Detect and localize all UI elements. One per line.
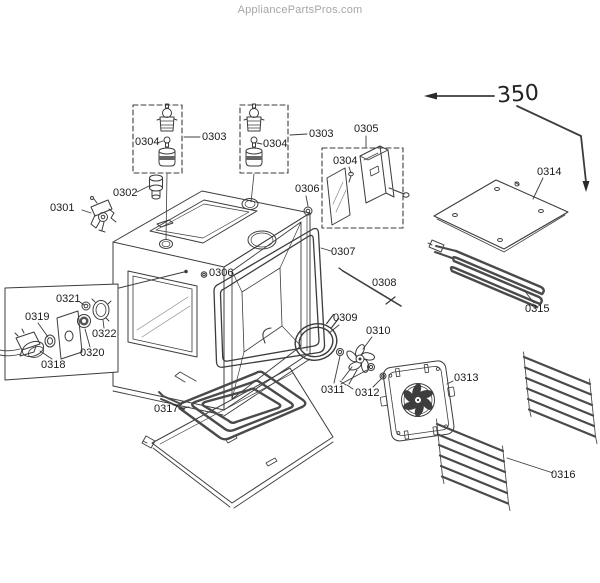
- back-panel-0313: [379, 360, 456, 442]
- part-label-0308: 0308: [372, 277, 397, 289]
- part-label-0313: 0313: [454, 372, 479, 384]
- part-label-0317: 0317: [154, 403, 179, 415]
- bulb-holder-0320: [77, 314, 91, 328]
- part-label-0318: 0318: [41, 359, 66, 371]
- broil-element-0315: [427, 239, 545, 309]
- top-panel-0314: [433, 179, 569, 253]
- seal-ring-0319: [44, 334, 56, 348]
- part-label-0304-c: 0304: [333, 155, 358, 167]
- rack-right-0316: [522, 350, 599, 445]
- part-label-0302: 0302: [113, 187, 138, 199]
- fan-blade-0310: [339, 344, 375, 390]
- lamp-bracket-plate: [56, 310, 83, 360]
- nut-0321: [81, 301, 91, 311]
- part-label-0304-a: 0304: [135, 136, 160, 148]
- part-label-0322: 0322: [92, 328, 117, 340]
- lamp-kit-box-2: [239, 103, 289, 174]
- part-label-0306-b: 0306: [209, 267, 234, 279]
- watermark: AppliancePartsPros.com: [237, 4, 363, 16]
- part-label-0314: 0314: [537, 166, 562, 178]
- part-label-0320: 0320: [80, 347, 105, 359]
- part-label-0301: 0301: [50, 202, 75, 214]
- rod-0308: [338, 267, 402, 307]
- part-label-0304-b: 0304: [263, 138, 288, 150]
- part-label-0311: 0311: [321, 384, 345, 396]
- lens-cover-0322: [91, 298, 112, 322]
- part-label-0306-a: 0306: [295, 183, 320, 195]
- lamp-socket-0318: [14, 328, 45, 358]
- part-label-0309: 0309: [333, 312, 358, 324]
- screw-0306: [200, 271, 208, 278]
- part-label-0316: 0316: [551, 469, 576, 481]
- figure-arrow-350: [424, 92, 590, 192]
- washers-0311: [336, 348, 375, 371]
- oven-cavity: [112, 190, 311, 417]
- bake-element-0317: [158, 370, 307, 441]
- base-panel-0317: [141, 367, 334, 509]
- part-label-0303-a: 0303: [202, 131, 227, 143]
- part-label-0303-b: 0303: [309, 128, 334, 140]
- part-label-0305: 0305: [354, 123, 379, 135]
- door-gasket-0307: [213, 227, 326, 368]
- grommet-0306: [303, 206, 313, 216]
- part-label-0312: 0312: [355, 387, 380, 399]
- part-label-0319: 0319: [25, 311, 50, 323]
- rack-lower-0316: [435, 417, 512, 512]
- spacer-0302: [149, 174, 163, 200]
- connector-lines: [165, 173, 255, 240]
- ring-element-0309: [294, 313, 340, 361]
- leader-lines: [37, 133, 554, 474]
- lamp-housing-box-0305: [321, 145, 410, 229]
- part-label-0315: 0315: [525, 303, 550, 315]
- figure-ref-number: 350: [496, 80, 540, 109]
- light-assembly-inset-box: [0, 283, 119, 381]
- inset-box-pointer: [118, 269, 188, 289]
- door-latch-0301: [90, 196, 117, 233]
- part-label-0310: 0310: [366, 325, 391, 337]
- part-label-0321: 0321: [56, 293, 81, 305]
- lamp-kit-box-1: [132, 103, 183, 174]
- part-label-0307: 0307: [331, 246, 356, 258]
